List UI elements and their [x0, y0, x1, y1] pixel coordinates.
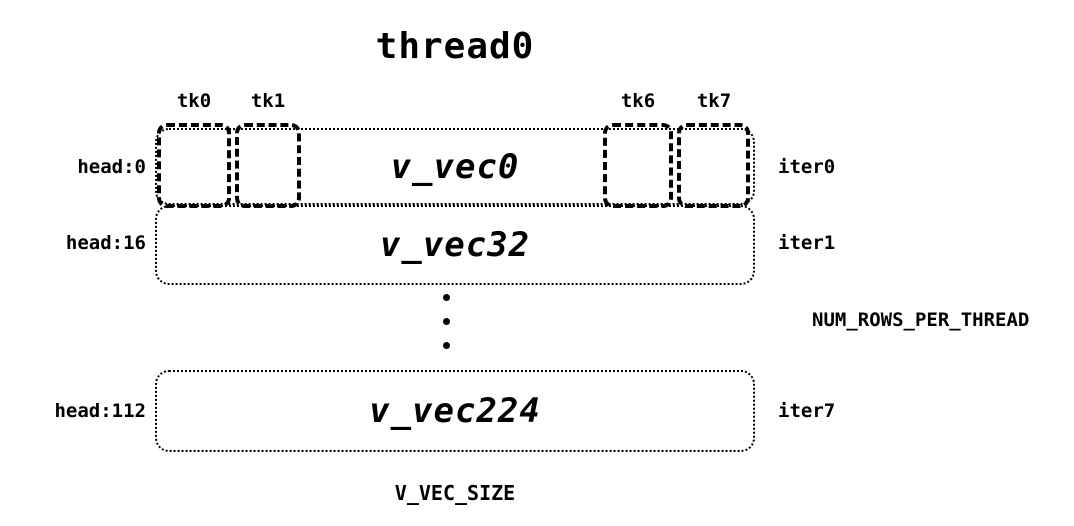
- tk6-box: [603, 123, 673, 208]
- row-iter7-vec-label: v_vec224: [369, 391, 541, 431]
- ellipsis-dot: [443, 342, 450, 349]
- iter1-label: iter1: [778, 232, 836, 254]
- vertical-ellipsis: [443, 294, 450, 349]
- row-iter0: v_vec0: [155, 128, 755, 205]
- ellipsis-dot: [443, 294, 450, 301]
- tk6-label: tk6: [620, 90, 656, 112]
- tk0-box: [157, 123, 231, 208]
- head-offset-16: head:16: [65, 232, 146, 254]
- tk7-label: tk7: [696, 90, 732, 112]
- head-offset-112: head:112: [54, 400, 146, 422]
- iter7-label: iter7: [778, 400, 836, 422]
- tk0-label: tk0: [176, 90, 212, 112]
- iter0-label: iter0: [778, 156, 836, 178]
- row-iter1: v_vec32: [155, 205, 755, 285]
- tk1-label: tk1: [250, 90, 286, 112]
- diagram-title: thread0: [375, 26, 535, 67]
- num-rows-per-thread-label: NUM_ROWS_PER_THREAD: [812, 309, 1030, 331]
- row-iter0-vec-label: v_vec0: [390, 146, 520, 187]
- v-vec-size-label: V_VEC_SIZE: [394, 481, 516, 505]
- head-offset-0: head:0: [77, 156, 146, 178]
- row-iter1-vec-label: v_vec32: [379, 225, 531, 265]
- tk7-box: [677, 123, 750, 208]
- ellipsis-dot: [443, 318, 450, 325]
- tk1-box: [235, 123, 301, 208]
- row-iter7: v_vec224: [155, 370, 755, 452]
